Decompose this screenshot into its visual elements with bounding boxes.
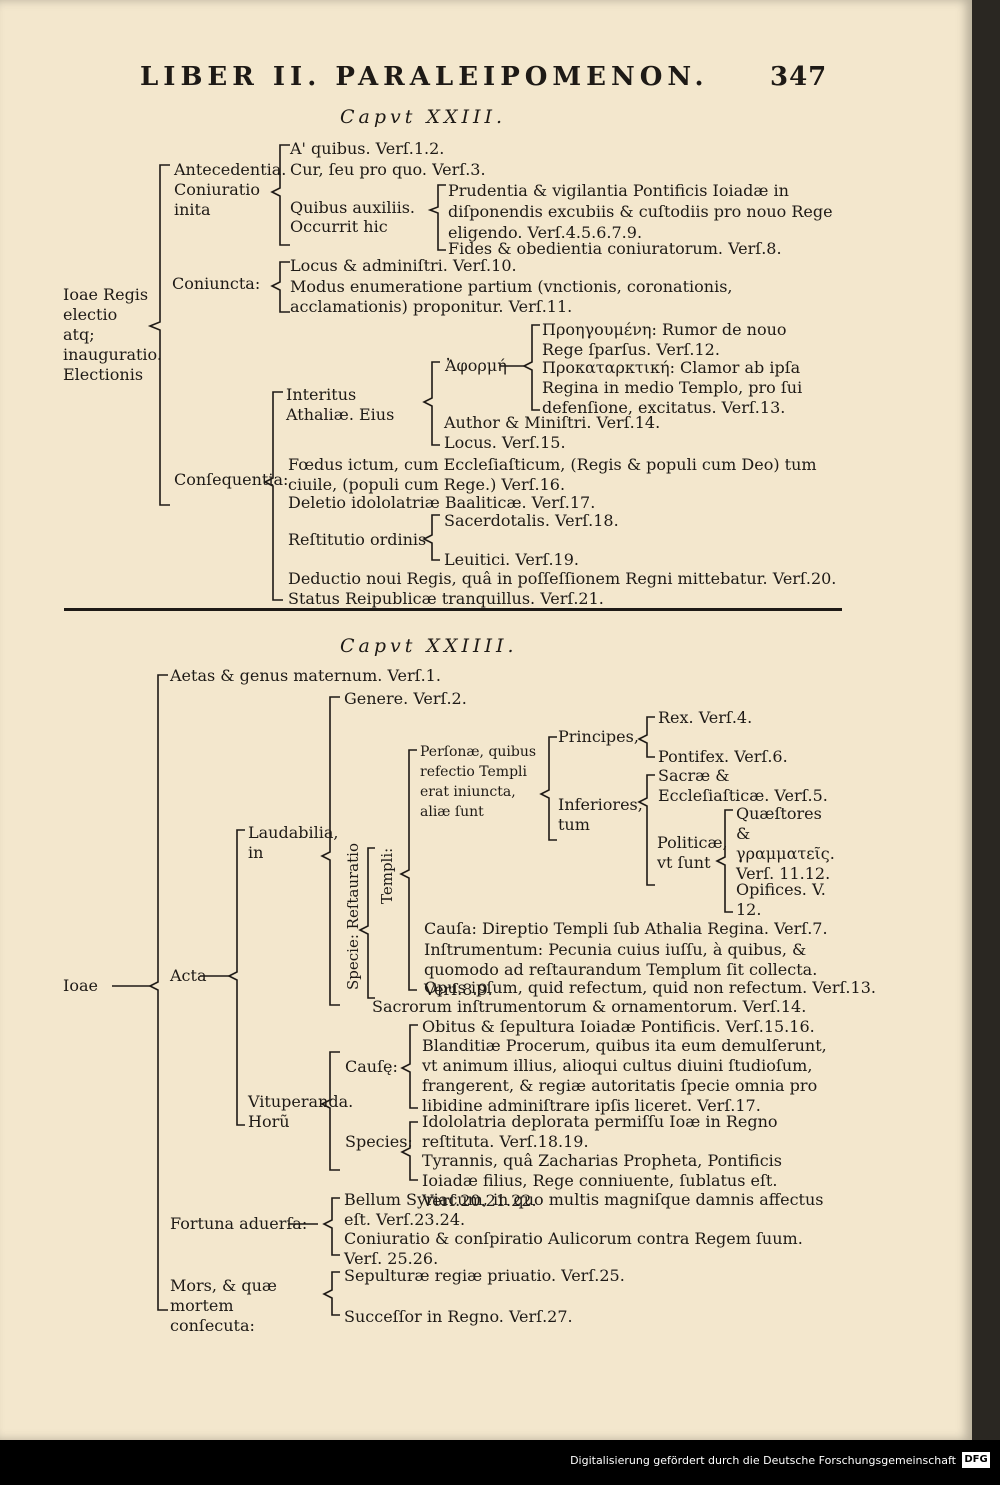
locus2: Locus. Verſ.15. [444, 433, 566, 452]
instrumentum: Inſtrumentum: Pecunia cuius iuſſu, à qui… [424, 940, 818, 999]
politicae: Politicæ, vt ſunt [657, 833, 728, 872]
clamor: Προκαταρκτική: Clamor ab ipſa Regina in … [542, 358, 803, 417]
species-label: Species: [345, 1132, 413, 1151]
antecedentia-label: Antecedentia. Coniuratio inita [174, 160, 287, 219]
bellum: Bellum Syriacum, in quo multis magniſque… [344, 1190, 824, 1229]
inferiores: Inferiores, tum [558, 795, 643, 834]
successor: Succeſſor in Regno. Verſ.27. [344, 1307, 573, 1326]
coniuncta-modus: Modus enumeratione partium (vnctionis, c… [290, 277, 733, 316]
ch23-root-label: Ioae Regis electio atq; inauguratio. Ele… [63, 285, 162, 384]
causae-label: Cauſę: [345, 1057, 398, 1076]
coniuratio: Coniuratio & conſpiratio Aulicorum contr… [344, 1229, 803, 1268]
interitus-label: Interitus Athaliæ. Eius [286, 385, 395, 424]
rex: Rex. Verſ.4. [658, 708, 753, 727]
bracket-lines-ch23 [147, 144, 540, 601]
principes: Principes, [558, 727, 639, 746]
templi-label: Templi: [378, 847, 396, 904]
book-edge [972, 0, 1000, 1440]
genere: Genere. Verſ.2. [344, 689, 467, 708]
foedus: Fœdus ictum, cum Eccleſiaſticum, (Regis … [288, 455, 817, 494]
sepulturae: Sepulturæ regiæ priuatio. Verſ.25. [344, 1266, 625, 1285]
chapter-24-heading: Capvt XXIIII. [340, 635, 518, 657]
coniuncta-locus: Locus & adminiſtri. Verſ.10. [290, 256, 517, 275]
aphorme-label: Ἀφορμή [445, 356, 507, 375]
vituperanda-label: Vituperanda. Horũ [248, 1092, 354, 1131]
pontifex: Pontifex. Verſ.6. [658, 747, 788, 766]
author: Author & Miniſtri. Verſ.14. [444, 413, 661, 432]
divider-rule [64, 608, 842, 611]
leuitici: Leuitici. Verſ.19. [444, 550, 579, 569]
a-quibus: A' quibus. Verſ.1.2. [290, 139, 445, 158]
status: Status Reipublicæ tranquillus. Verſ.21. [288, 589, 604, 608]
consequentia-label: Conſequentia: [174, 470, 289, 489]
restitutio-label: Reſtitutio ordinis [288, 530, 427, 549]
fides: Fides & obedientia coniuratorum. Verſ.8. [448, 239, 782, 258]
dfg-logo-icon: DFG [962, 1452, 990, 1468]
fortuna-label: Fortuna aduerſa: [170, 1214, 308, 1233]
obitus: Obitus & ſepultura Ioiadæ Pontificis. Ve… [422, 1017, 815, 1036]
sacrorum: Sacrorum inſtrumentorum & ornamentorum. … [372, 997, 807, 1016]
chapter-23-heading: Capvt XXIII. [340, 106, 507, 128]
blanditiae: Blanditiæ Procerum, quibus ita eum demul… [422, 1036, 827, 1115]
acta-label: Acta [170, 966, 207, 985]
coniuncta-label: Coniuncta: [172, 274, 261, 293]
deletio: Deletio idololatriæ Baaliticæ. Verſ.17. [288, 493, 596, 512]
root-brace-23 [147, 164, 170, 506]
prudentia: Prudentia & vigilantia Pontificis Ioiadæ… [448, 181, 833, 242]
ch24-root-label: Ioae [63, 976, 98, 995]
rumor: Προηγουμένη: Rumor de nouo Rege ſparſus.… [542, 320, 787, 359]
quibus-label: Quibus auxiliis. Occurrit hic [290, 198, 416, 236]
personae: Perſonæ, quibus refectio Templi erat ini… [420, 744, 537, 820]
sacerdotalis: Sacerdotalis. Verſ.18. [444, 511, 619, 530]
cur: Cur, ſeu pro quo. Verſ.3. [290, 160, 486, 179]
opifices: Opifices. V. 12. [736, 880, 826, 919]
quaestores: Quæſtores & γραμματεῖς. Verſ. 11.12. [736, 804, 835, 883]
deductio: Deductio noui Regis, quâ in poſſeſſionem… [288, 569, 837, 588]
opus: Opus ipſum, quid refectum, quid non refe… [424, 978, 876, 997]
footer-bar: Digitalisierung gefördert durch die Deut… [0, 1440, 1000, 1485]
page-number: 347 [770, 62, 828, 92]
mors-label: Mors, & quæ mortem conſecuta: [170, 1276, 277, 1335]
sacrae: Sacræ & Eccleſiaſticæ. Verſ.5. [658, 766, 828, 805]
running-title: LIBER II. PARALEIPOMENON. [140, 62, 709, 92]
book-page: LIBER II. PARALEIPOMENON. 347 Capvt XXII… [0, 0, 972, 1440]
idololatria: Idololatria deplorata permiſſu Ioæ in Re… [422, 1112, 778, 1151]
tyrannis: Tyrannis, quâ Zacharias Propheta, Pontif… [422, 1151, 783, 1210]
aetas: Aetas & genus maternum. Verſ.1. [170, 666, 441, 685]
laudabilia-label: Laudabilia, in [248, 823, 339, 862]
footer-credit: Digitalisierung gefördert durch die Deut… [570, 1454, 956, 1467]
bracket-lines-ch24 [112, 674, 733, 1316]
causa: Cauſa: Direptio Templi ſub Athalia Regin… [424, 919, 828, 938]
species-restauratio: Specie: Reſtauratio [344, 843, 362, 990]
